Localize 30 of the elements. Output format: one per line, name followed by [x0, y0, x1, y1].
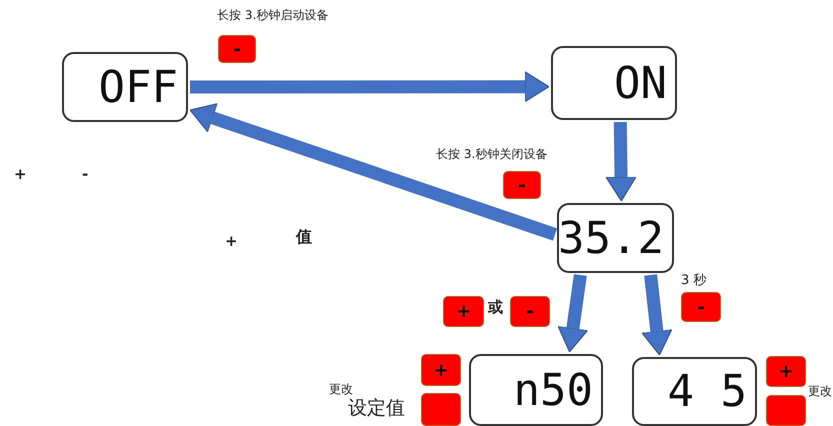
note-text: 设定值 [348, 399, 405, 418]
arrow [558, 274, 588, 352]
lcd-display: ON [551, 46, 677, 120]
note-text: 3 秒 [681, 274, 706, 287]
key-button [421, 393, 461, 426]
note-text: 更改 [808, 385, 832, 397]
key-button: - [681, 292, 721, 322]
lcd-display: OFF [62, 52, 188, 122]
note-text: 长按 3.秒钟关闭设备 [436, 148, 548, 160]
note-text: + [14, 167, 27, 182]
lcd-display: 35.2 [557, 203, 674, 273]
note-text: 值 [296, 229, 312, 245]
key-button: - [510, 296, 550, 327]
note-text: 长按 3.秒钟启动设备 [217, 9, 328, 21]
lcd-display: 4 5 [632, 357, 757, 426]
note-text: 或 [488, 300, 503, 315]
arrow [641, 274, 672, 356]
note-text: - [82, 167, 88, 182]
arrow [190, 71, 550, 102]
key-button [766, 395, 806, 426]
key-button: - [218, 35, 256, 63]
arrow [606, 122, 637, 202]
key-button: + [421, 354, 461, 386]
key-button: + [766, 356, 806, 387]
note-text: 更改 [329, 383, 353, 395]
lcd-display: n50 [469, 354, 603, 426]
key-button: - [503, 171, 541, 199]
key-button: + [443, 296, 484, 327]
note-text: + [225, 234, 238, 249]
arrow [190, 103, 558, 241]
